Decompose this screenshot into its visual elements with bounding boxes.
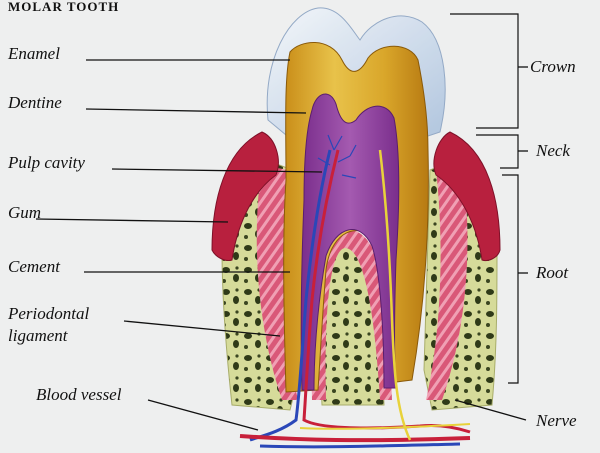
label-crown: Crown	[530, 57, 576, 76]
label-dentine: Dentine	[7, 93, 62, 112]
leader-gum	[36, 219, 228, 222]
label-nerve: Nerve	[535, 411, 577, 430]
bracket-crown	[450, 14, 518, 128]
label-cement: Cement	[8, 257, 61, 276]
blood-vessel-base	[240, 436, 470, 440]
diagram-title: MOLAR TOOTH	[8, 0, 119, 14]
bracket-root	[502, 175, 518, 383]
label-periodontal-line1: Periodontal	[7, 304, 89, 323]
label-neck: Neck	[535, 141, 570, 160]
label-blood-vessel: Blood vessel	[36, 385, 122, 404]
label-pulp-cavity: Pulp cavity	[7, 153, 85, 172]
label-enamel: Enamel	[7, 44, 60, 63]
label-root: Root	[535, 263, 569, 282]
label-periodontal-line2: ligament	[8, 326, 69, 345]
blood-vessel-base-blue	[260, 444, 460, 447]
